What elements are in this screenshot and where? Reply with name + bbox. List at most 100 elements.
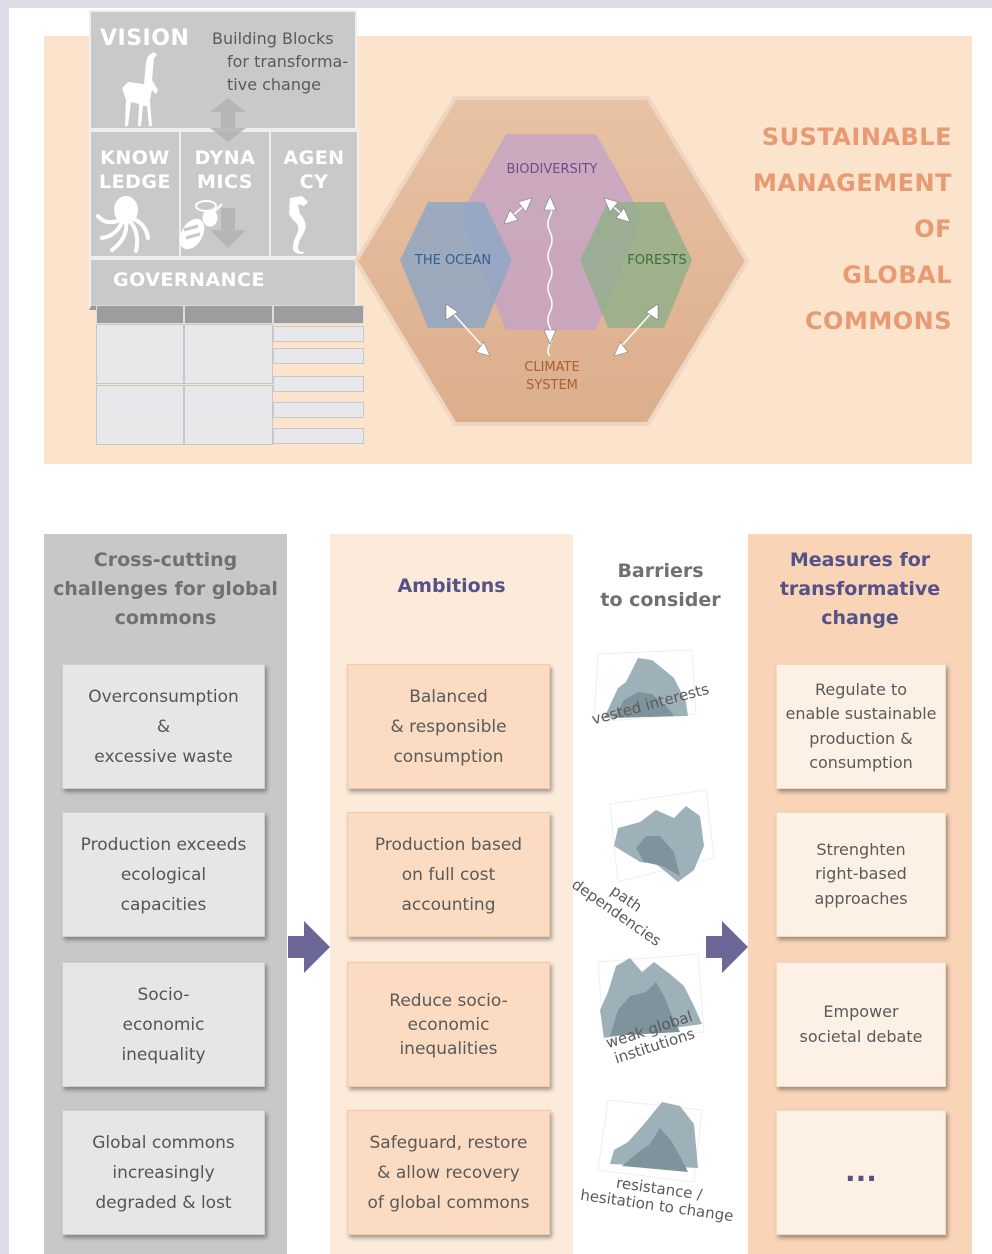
measure-card: Strenghten right-based approaches [776,812,946,937]
challenge-card: Global commons increasingly degraded & los… [62,1110,265,1235]
agency-title: AGEN CY [269,146,359,194]
mountain-icon [609,789,715,883]
measure-card: Regulate to enable sustainable production … [776,664,946,789]
arrowhead [613,341,629,357]
arrowhead [543,329,557,345]
card-line: Reduce socio- [389,990,508,1011]
measures-heading: Measures for transformative change [748,546,972,633]
forests-hexagon [580,202,692,328]
agency-line: CY [299,171,329,193]
card-line: accounting [401,894,496,915]
ambitions-heading: Ambitions [397,575,506,597]
table-cell [96,324,184,384]
card-line: approaches [814,888,908,908]
card-line: & [156,716,171,737]
arrowhead [475,341,491,357]
table-cell [273,428,364,444]
card-line: of global commons [367,1192,530,1213]
card-line: ecological [120,864,207,885]
challenge-card: Production exceeds ecological capacities [62,812,265,937]
commons-title-line: MANAGEMENT [753,169,952,197]
biodiversity-label: BIODIVERSITY [506,162,598,177]
bee-icon [180,200,223,250]
vision-title: VISION [100,26,190,51]
card-line: increasingly [112,1162,215,1183]
updown-arrow-icon [210,98,246,248]
table-cell [273,376,364,392]
arrowhead [615,207,631,223]
barriers-heading: Barriers to consider [573,557,748,615]
card-line: Global commons [92,1132,235,1153]
arrowhead [517,197,533,213]
arrowhead [503,209,519,225]
giraffe-icon [122,52,158,126]
arrowhead [645,303,659,321]
card-line: Socio- [137,984,190,1005]
card-line: societal debate [799,1026,923,1046]
measures-heading-line: transformative [779,578,941,600]
ambition-card: Balanced & responsible consumption [347,664,550,789]
measure-card-ellipsis: ... [776,1110,946,1235]
ocean-label: THE OCEAN [414,253,492,268]
mountain-icon [593,649,697,723]
vision-subtitle-line: Building Blocks [212,29,334,48]
climate-line: CLIMATE [524,360,580,375]
table-cell [273,326,364,342]
arrowhead [445,303,459,321]
challenges-heading-line: Cross-cutting [93,549,238,571]
card-line: & allow recovery [377,1162,520,1183]
card-line: consumption [393,746,504,767]
mountain-icon [597,953,705,1041]
forests-label: FORESTS [627,253,687,268]
card-line: inequalities [399,1038,498,1059]
card-line: economic [407,1014,490,1035]
card-line: Production based [374,834,523,855]
card-line: capacities [120,894,207,915]
card-line: consumption [809,753,913,772]
arrowhead [543,195,557,211]
dynamics-line: MICS [197,171,253,193]
ambition-card: Safeguard, restore & allow recovery of glo… [347,1110,550,1235]
commons-hexagon-diagram [353,96,750,426]
octopus-icon [96,196,150,253]
card-line: economic [122,1014,205,1035]
table-cell [273,348,364,364]
commons-title-line: OF [914,215,952,243]
card-line: production & [809,728,913,748]
table-head-cell [184,305,273,324]
climate-label: CLIMATE SYSTEM [500,359,604,395]
barriers-heading-line: Barriers [617,560,704,582]
seahorse-icon [289,196,308,254]
commons-title: SUSTAINABLE MANAGEMENT OF GLOBAL COMMONS [692,114,952,344]
challenges-heading: Cross-cutting challenges for global comm… [44,546,287,633]
card-line: enable sustainable [785,704,937,723]
agency-block [269,130,359,258]
card-line: degraded & lost [95,1192,232,1213]
table-head-cell [273,305,364,324]
governance-title: GOVERNANCE [113,269,265,291]
card-line: right-based [815,864,907,884]
commons-title-line: COMMONS [804,307,952,335]
card-line: ... [845,1155,877,1189]
table-cell [184,385,273,445]
knowledge-line: LEDGE [99,171,171,193]
challenges-heading-line: challenges for global [53,578,278,600]
dynamics-title: DYNA MICS [179,146,271,194]
card-line: & responsible [390,716,507,737]
card-line: Production exceeds [80,834,247,855]
table-head-cell [96,305,184,324]
card-line: Strenghten [816,839,906,859]
commons-title-line: SUSTAINABLE [761,123,952,151]
card-line: on full cost [401,864,496,885]
vision-subtitle-line: for transforma- [227,52,349,71]
card-line: Regulate to [814,679,908,699]
barriers-heading-line: to consider [600,589,721,611]
challenge-card: Overconsumption&excessive waste [62,664,265,789]
card-line: Safeguard, restore [369,1132,528,1153]
knowledge-line: KNOW [100,147,170,169]
card-line: Overconsumption [88,686,239,707]
card-line: Balanced [409,686,488,707]
measures-heading-line: Measures for [789,549,931,571]
arrowhead [603,197,619,213]
